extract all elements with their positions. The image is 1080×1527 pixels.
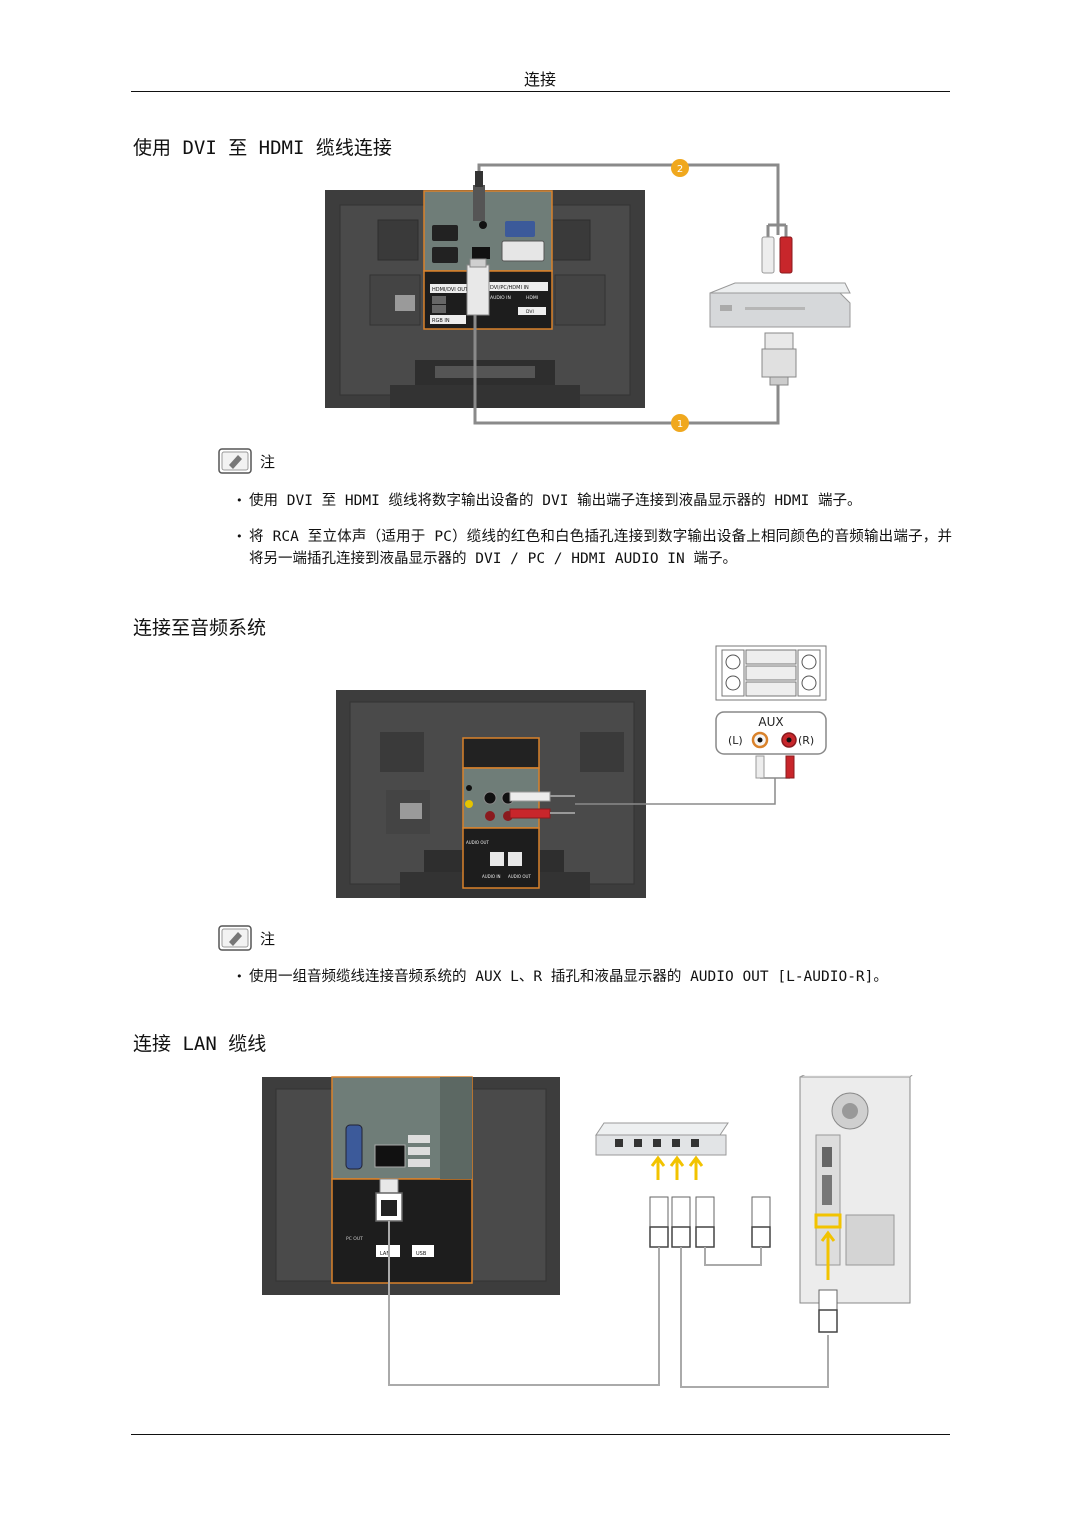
- svg-text:USB: USB: [416, 1251, 427, 1257]
- svg-text:PC OUT: PC OUT: [346, 1236, 363, 1242]
- note-2: 注: [218, 925, 275, 951]
- note-icon: [218, 925, 252, 951]
- svg-text:2: 2: [677, 164, 683, 175]
- section-title-lan: 连接 LAN 缆线: [133, 1033, 267, 1055]
- bullet-item: 将 RCA 至立体声（适用于 PC）缆线的红色和白色插孔连接到数字输出设备上相同…: [236, 526, 952, 570]
- callout-1: [671, 414, 689, 432]
- svg-text:DVI/PC/HDMI IN: DVI/PC/HDMI IN: [490, 285, 529, 291]
- svg-text:AUDIO IN: AUDIO IN: [490, 295, 511, 301]
- lan-diagram: PC OUT LAN USB: [260, 1066, 922, 1395]
- audio-bullets: 使用一组音频缆线连接音频系统的 AUX L、R 插孔和液晶显示器的 AUDIO …: [236, 966, 952, 988]
- aux-label: AUX: [758, 715, 783, 729]
- note-label: 注: [260, 929, 276, 948]
- footer-rule: [131, 1434, 950, 1435]
- note-icon: [218, 448, 252, 474]
- svg-text:AUDIO IN: AUDIO IN: [482, 874, 501, 879]
- svg-text:RGB IN: RGB IN: [432, 318, 450, 324]
- svg-text:DVI: DVI: [526, 309, 534, 315]
- svg-text:HDMI: HDMI: [526, 295, 538, 301]
- svg-text:HDMI/DVI OUT: HDMI/DVI OUT: [432, 287, 469, 293]
- note-1: 注: [218, 448, 275, 474]
- svg-text:1: 1: [677, 419, 683, 430]
- svg-text:AUDIO OUT: AUDIO OUT: [508, 874, 531, 879]
- callout-2: [671, 159, 689, 177]
- svg-text:(L): (L): [728, 734, 743, 747]
- dvi-hdmi-bullets: 使用 DVI 至 HDMI 缆线将数字输出设备的 DVI 输出端子连接到液晶显示…: [236, 490, 952, 570]
- digital-output-device-diagram: [690, 155, 860, 440]
- header-rule: [131, 91, 950, 92]
- section-title-dvi-hdmi: 使用 DVI 至 HDMI 缆线连接: [133, 137, 392, 159]
- section-title-audio: 连接至音频系统: [133, 617, 267, 639]
- bullet-item: 使用 DVI 至 HDMI 缆线将数字输出设备的 DVI 输出端子连接到液晶显示…: [236, 490, 952, 512]
- svg-text:AUDIO OUT: AUDIO OUT: [466, 840, 489, 845]
- svg-text:LAN: LAN: [380, 1251, 390, 1257]
- note-label: 注: [260, 452, 276, 471]
- audio-diagram: AUDIO OUT AUDIO IN AUDIO OUT AUX (L) (R): [330, 638, 840, 900]
- dvi-hdmi-diagram: HDMI/DVI OUT DVI/PC/HDMI IN AUDIO IN HDM…: [320, 155, 780, 440]
- page-header-title: 连接: [523, 70, 556, 89]
- bullet-item: 使用一组音频缆线连接音频系统的 AUX L、R 插孔和液晶显示器的 AUDIO …: [236, 966, 952, 988]
- svg-text:(R): (R): [798, 734, 814, 747]
